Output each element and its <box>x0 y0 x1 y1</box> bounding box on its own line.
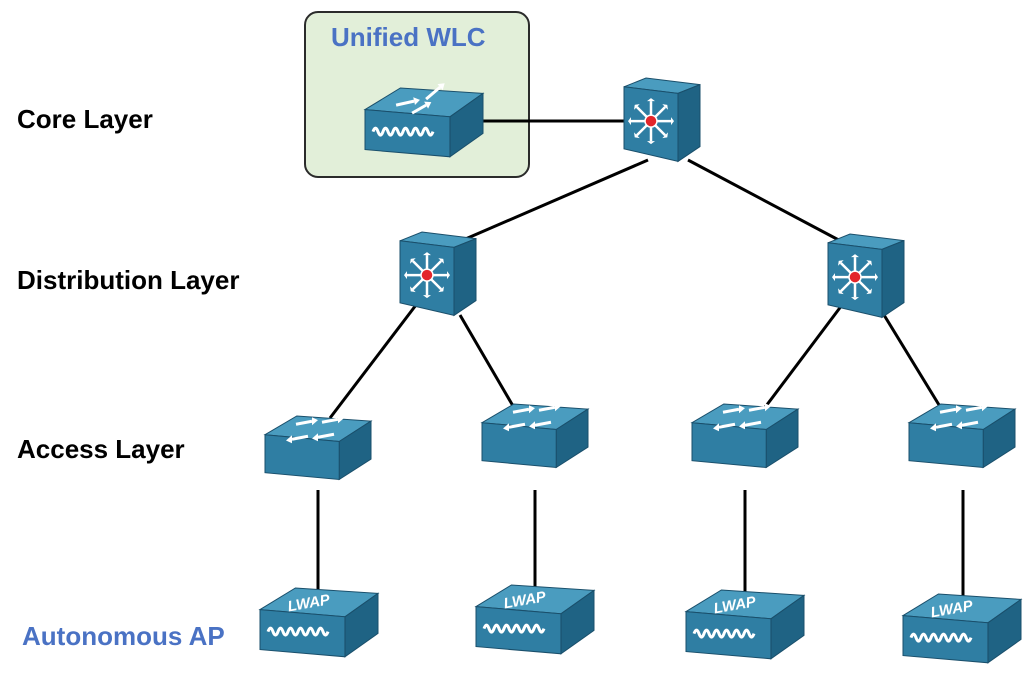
unified-wlc-label: Unified WLC <box>331 22 486 52</box>
autonomous-ap-label: Autonomous AP <box>22 621 225 651</box>
lwap-icon <box>482 623 546 634</box>
switch-icon <box>930 403 988 432</box>
core-to-dist-right-link <box>687 158 851 248</box>
lwap-icon <box>266 626 330 637</box>
lwap-4: LWAP <box>901 593 1023 664</box>
access-switch-2 <box>480 403 590 469</box>
switch-icon <box>286 415 344 444</box>
dist-left-to-access-1-link <box>328 304 418 419</box>
devices: LWAP LWAP LWAP LWAP <box>258 77 1023 664</box>
multilayer-switch-icon <box>628 98 674 145</box>
lwap-1: LWAP <box>258 587 380 658</box>
access-switch-1 <box>263 415 373 481</box>
multilayer-switch-icon <box>832 254 878 301</box>
access-switch-3 <box>690 403 800 469</box>
links <box>316 119 965 596</box>
wlc-arrows-icon <box>395 83 445 115</box>
distribution-layer-label: Distribution Layer <box>17 265 240 295</box>
dist-right-to-access-4-link <box>882 314 949 419</box>
switch-icon <box>713 403 771 432</box>
switch-icon <box>503 403 561 432</box>
access-switch-4 <box>907 403 1017 469</box>
lwap-icon <box>692 628 756 639</box>
wlc-icon <box>371 126 435 137</box>
lwap-icon <box>909 632 973 643</box>
core-layer-label: Core Layer <box>17 104 153 134</box>
dist-left-to-access-2-link <box>458 314 522 419</box>
distribution-switch-right <box>827 233 905 319</box>
multilayer-switch-icon <box>404 252 450 299</box>
access-layer-label: Access Layer <box>17 434 185 464</box>
dist-right-to-access-3-link <box>755 304 844 419</box>
core-to-dist-left-link <box>439 158 649 252</box>
core-switch <box>623 77 701 163</box>
lwap-3: LWAP <box>684 589 806 660</box>
lwap-2: LWAP <box>474 584 596 655</box>
unified-wlc-device <box>363 83 485 158</box>
distribution-switch-left <box>399 231 477 317</box>
